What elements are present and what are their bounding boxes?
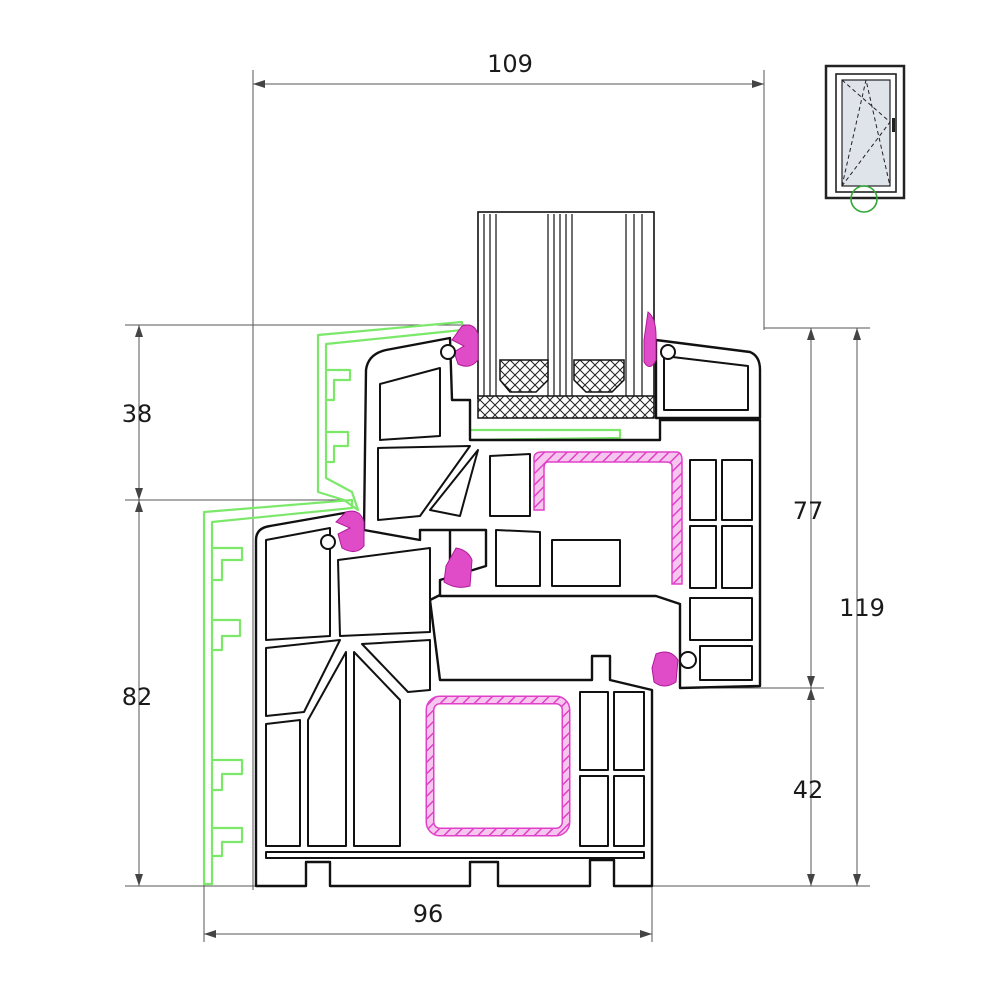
tilt-turn-window-icon: [824, 64, 906, 200]
reinforcement-frame: [425, 695, 571, 837]
dimension-left-lower-label: 82: [122, 683, 153, 711]
cover-profile-lower: [202, 498, 354, 886]
dimension-top-label: 109: [487, 50, 533, 78]
dimension-right-upper-label: 77: [793, 497, 824, 525]
section-location-circle-icon: [850, 185, 878, 213]
glass-unit: [477, 211, 655, 419]
dimension-right: 77 42 119: [652, 327, 885, 887]
gasket-glass-outer: [451, 324, 479, 367]
dimension-top: 109: [252, 50, 765, 890]
dimension-bottom: 96: [203, 880, 653, 942]
gasket-frame-inner: [651, 651, 679, 687]
dimension-left-upper-label: 38: [122, 400, 153, 428]
sash-profile: [362, 336, 762, 690]
dimension-right-total-label: 119: [839, 594, 885, 622]
dimension-bottom-label: 96: [413, 900, 444, 928]
gasket-glass-inner: [643, 311, 657, 367]
dimension-right-lower-label: 42: [793, 776, 824, 804]
glazing-bead: [654, 338, 762, 420]
gaskets: [320, 311, 697, 687]
reinforcement-sash: [533, 451, 683, 585]
gasket-center: [443, 547, 473, 588]
dimension-left: 38 82: [122, 324, 470, 887]
gasket-frame-outer: [335, 510, 365, 552]
